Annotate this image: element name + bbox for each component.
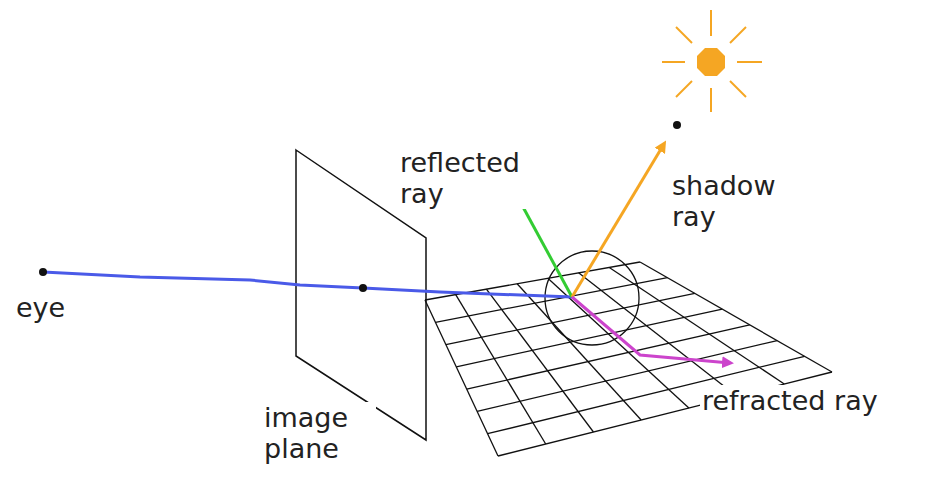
grid-line	[579, 273, 737, 396]
grid-line	[425, 300, 498, 456]
refracted-ray-line	[572, 297, 730, 363]
reflected-ray-line	[517, 196, 572, 297]
shadow-ray-line	[572, 144, 664, 297]
image-plane-label: image plane	[262, 402, 376, 464]
eye-label: eye	[14, 292, 67, 323]
pixel-point	[359, 284, 367, 292]
sun-symbol	[662, 10, 762, 112]
eye-point	[39, 268, 47, 276]
grid-line	[486, 289, 593, 432]
grid-line	[446, 293, 695, 344]
refracted-ray-label: refracted ray	[700, 385, 880, 416]
grid-line	[640, 262, 832, 372]
grid-line	[456, 295, 546, 444]
light-point	[673, 121, 681, 129]
floor-grid	[425, 262, 832, 456]
shadow-ray-label: shadow ray	[670, 170, 814, 232]
eye-ray	[43, 272, 572, 297]
reflected-ray-label: reflected ray	[398, 147, 552, 209]
grid-line	[609, 267, 784, 384]
